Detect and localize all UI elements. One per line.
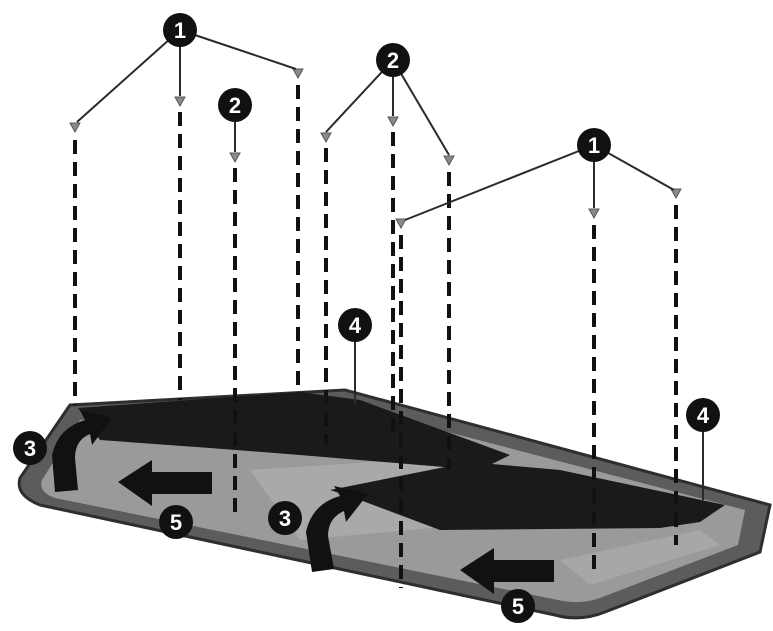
cover-panel-left [78, 392, 510, 470]
curved-arrow-icon [52, 410, 112, 492]
callout-label: 2 [387, 48, 399, 73]
screw-guides [73, 85, 678, 588]
screw-icon [292, 68, 304, 80]
arrow-left-icon [118, 460, 212, 506]
callout-4b: 4 [686, 398, 720, 432]
callout-label: 3 [24, 436, 36, 461]
screw-icon [395, 218, 407, 230]
slide-arrows [118, 460, 554, 594]
screw-icon [320, 132, 332, 144]
curved-arrow-icon [306, 486, 368, 572]
screw-icon [229, 152, 241, 164]
screw-icon [174, 96, 186, 108]
screw-icon [670, 188, 682, 200]
callout-label: 1 [588, 133, 600, 158]
callout-label: 4 [349, 313, 362, 338]
callout-4a: 4 [338, 308, 372, 342]
callout-1a: 1 [163, 13, 197, 47]
callout-label: 5 [170, 510, 182, 535]
screw-icon [69, 122, 81, 134]
callout-5a: 5 [159, 505, 193, 539]
screw-icon [443, 155, 455, 167]
callout-3a: 3 [13, 431, 47, 465]
screw-icon [387, 116, 399, 128]
callout-3b: 3 [268, 501, 302, 535]
arrow-left-icon [460, 548, 554, 594]
callout-label: 1 [174, 18, 186, 43]
callout-1b: 1 [577, 128, 611, 162]
callout-5b: 5 [501, 589, 535, 623]
callout-2b: 2 [376, 43, 410, 77]
leader-lines [76, 29, 704, 500]
lift-arrows [52, 410, 368, 572]
callout-label: 2 [229, 93, 241, 118]
screws [69, 68, 682, 230]
callout-label: 3 [279, 506, 291, 531]
callout-label: 4 [697, 403, 710, 428]
cover-panel-right [330, 462, 725, 530]
callout-label: 5 [512, 594, 524, 619]
callout-2a: 2 [218, 88, 252, 122]
screw-icon [588, 208, 600, 220]
